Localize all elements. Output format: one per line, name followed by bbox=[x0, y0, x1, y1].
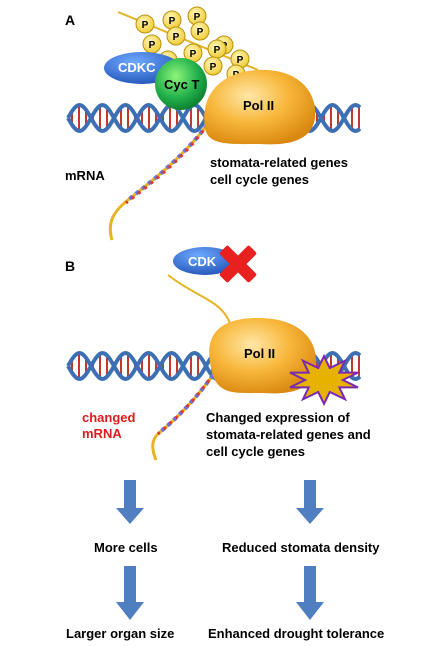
expression-line-2: stomata-related genes and bbox=[206, 427, 371, 442]
down-arrow-icon bbox=[116, 480, 144, 524]
starburst-icon bbox=[289, 353, 359, 407]
panel-b-graphic bbox=[66, 245, 362, 461]
pol-ii-a bbox=[204, 69, 316, 145]
outcome-larger-organ: Larger organ size bbox=[66, 626, 175, 641]
phospho-label: P bbox=[194, 12, 201, 23]
expression-line-3: cell cycle genes bbox=[206, 444, 306, 459]
red-x-icon bbox=[219, 245, 257, 283]
cdkc-label: CDKC bbox=[118, 60, 156, 75]
down-arrow-icon bbox=[116, 566, 144, 620]
phospho-group: P bbox=[207, 39, 227, 59]
panel-label-a: A bbox=[65, 12, 76, 28]
phospho-label: P bbox=[237, 55, 244, 66]
pol-ii-label-b: Pol II bbox=[244, 346, 276, 361]
genes-line-1: stomata-related genes bbox=[210, 155, 348, 170]
phospho-label: P bbox=[190, 49, 197, 60]
down-arrow-icon bbox=[296, 480, 324, 524]
phospho-label: P bbox=[197, 27, 204, 38]
outcome-drought-tolerance: Enhanced drought tolerance bbox=[208, 626, 385, 641]
outcome-more-cells: More cells bbox=[94, 540, 158, 555]
phospho-group: P bbox=[135, 14, 155, 34]
cdk-label: CDK bbox=[188, 254, 217, 269]
phospho-group: P bbox=[142, 34, 162, 54]
changed-mrna-line-2: mRNA bbox=[82, 426, 122, 441]
phospho-label: P bbox=[173, 32, 180, 43]
phospho-label: P bbox=[142, 20, 149, 31]
down-arrow-icon bbox=[296, 566, 324, 620]
phospho-label: P bbox=[149, 40, 156, 51]
mrna-label: mRNA bbox=[65, 168, 105, 183]
panel-label-b: B bbox=[65, 258, 76, 274]
phospho-label: P bbox=[210, 62, 217, 73]
cyc-t-label: Cyc T bbox=[164, 77, 200, 92]
pol-ii-b bbox=[209, 318, 317, 394]
panel-a-graphic: PPPPPPPPPPPPPP bbox=[66, 6, 362, 241]
genes-line-2: cell cycle genes bbox=[210, 172, 310, 187]
pol-ii-label-a: Pol II bbox=[243, 98, 275, 113]
changed-mrna-line-1: changed bbox=[82, 410, 136, 425]
cyc-t-protein bbox=[155, 58, 207, 110]
phospho-group: P bbox=[162, 10, 182, 30]
phospho-group: P bbox=[187, 6, 207, 26]
phospho-label: P bbox=[169, 16, 176, 27]
outcome-reduced-stomata: Reduced stomata density bbox=[222, 540, 380, 555]
phospho-group: P bbox=[203, 56, 223, 76]
mrna-strand-a bbox=[108, 117, 214, 241]
phospho-label: P bbox=[214, 45, 221, 56]
phospho-group: P bbox=[190, 21, 210, 41]
expression-line-1: Changed expression of bbox=[206, 410, 350, 425]
phospho-group: P bbox=[166, 26, 186, 46]
